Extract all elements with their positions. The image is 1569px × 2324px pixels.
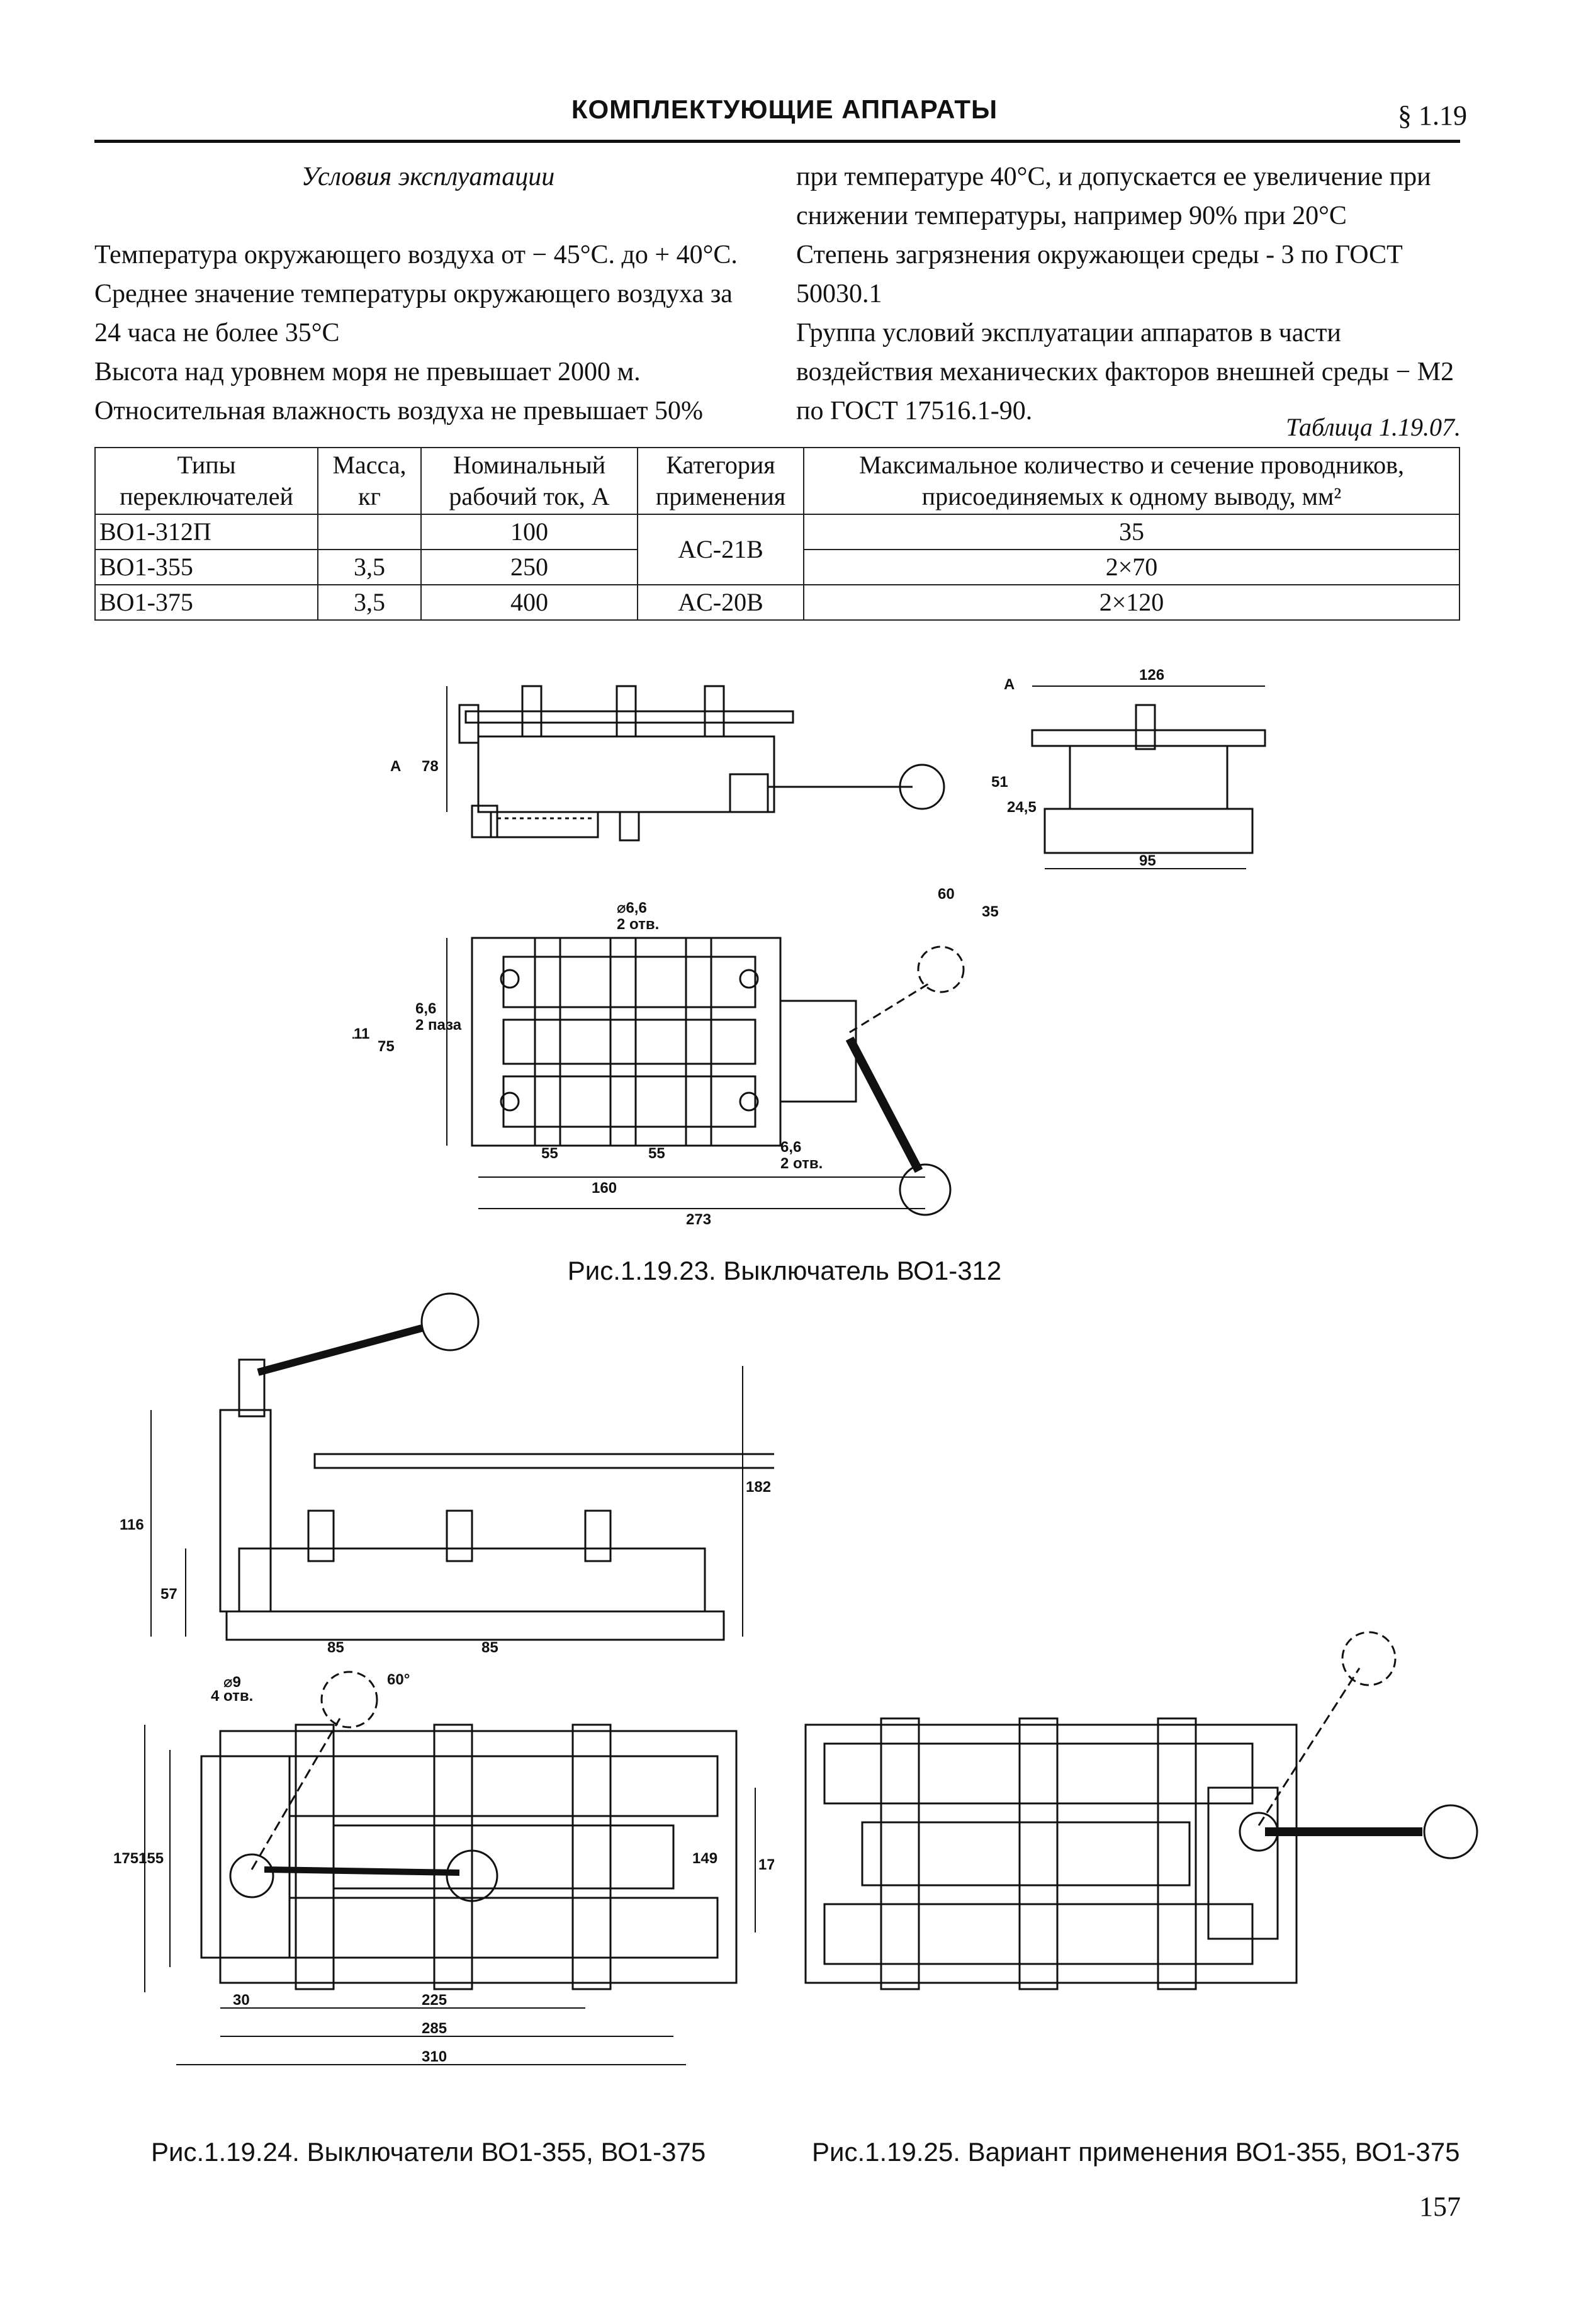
figure-1-19-23: A 78 51 24,5 A 126 95 60 35 ⌀6,6 xyxy=(352,667,1266,1228)
dim-label: 225 xyxy=(422,1992,447,2009)
dim-label: 30 xyxy=(233,1992,250,2009)
view-a: A xyxy=(1004,676,1266,869)
figure-1-19-25 xyxy=(804,1631,1478,1990)
table-row: ВО1-355 3,5 250 2×70 xyxy=(94,549,1460,585)
dim-label: 95 xyxy=(1139,852,1156,869)
side-view xyxy=(446,685,945,842)
mass-cell: 3,5 xyxy=(317,584,422,621)
dim-label: ⌀6,6 xyxy=(617,900,647,917)
dim-label: 60° xyxy=(387,1671,410,1688)
header-cell: Номинальный рабочий ток, А xyxy=(420,447,638,515)
dim-label: 57 xyxy=(160,1586,177,1603)
current-cell: 400 xyxy=(420,584,638,621)
dim-label: 179 xyxy=(758,1856,774,1873)
header-cell: Типы переключателей xyxy=(94,447,318,515)
mass-cell xyxy=(317,514,422,550)
dim-label: 78 xyxy=(422,758,439,775)
plan-view xyxy=(446,937,965,1216)
table-header-row: Типы переключателей Масса, кг Номинальны… xyxy=(94,447,1460,515)
dim-label: 175 xyxy=(113,1850,138,1867)
right-column: при температуре 40°C, и допускается ее у… xyxy=(796,157,1460,431)
running-header-title: КОМПЛЕКТУЮЩИЕ АППАРАТЫ xyxy=(571,94,998,124)
header-rule xyxy=(94,140,1460,143)
view-a-label: A xyxy=(390,758,401,775)
header-cell: Категория применения xyxy=(637,447,804,515)
dim-label: 2 паза xyxy=(415,1017,462,1034)
side-view xyxy=(150,1292,774,1641)
header-cell: Максимальное количество и сечение провод… xyxy=(803,447,1460,515)
figure-1-19-25-caption: Рис.1.19.25. Вариант применения ВО1-355,… xyxy=(812,2137,1460,2167)
right-line: Степень загрязнения окружающеи среды - 3… xyxy=(796,240,1403,308)
cross-section-cell: 2×120 xyxy=(803,584,1460,621)
dim-label: 35 xyxy=(982,903,999,920)
dim-label: 6,6 xyxy=(415,1000,436,1017)
view-a-label: A xyxy=(1004,676,1015,693)
figure-1-19-24: 116 57 182 85 85 ⌀9 4 отв. 60° 175 155 1… xyxy=(113,1292,774,2065)
dim-label: 310 xyxy=(422,2048,447,2065)
dim-label: 160 xyxy=(592,1180,617,1197)
dim-label: 285 xyxy=(422,2020,447,2037)
category-cell: AC-21B xyxy=(637,514,804,585)
specs-table: Типы переключателей Масса, кг Номинальны… xyxy=(94,447,1460,621)
type-cell: ВО1-312П xyxy=(94,514,318,550)
left-column: Условия эксплуатации Температура окружаю… xyxy=(94,157,762,431)
left-line: Температура окружающего воздуха от − 45°… xyxy=(94,240,738,269)
left-line: Среднее значение температуры окружающего… xyxy=(94,279,733,347)
dim-label: 75 xyxy=(378,1038,395,1055)
plan-view xyxy=(144,1671,756,2065)
right-line: при температуре 40°C, и допускается ее у… xyxy=(796,162,1431,230)
dim-label: 55 xyxy=(541,1145,558,1162)
dim-label: 155 xyxy=(138,1850,164,1867)
dim-label: 24,5 xyxy=(1007,799,1037,816)
category-cell: AC-20B xyxy=(637,584,804,621)
dim-label: 51 xyxy=(991,774,1008,791)
table-caption: Таблица 1.19.07. xyxy=(1286,413,1461,441)
dim-label: 6,6 xyxy=(780,1139,801,1156)
dim-label: 182 xyxy=(746,1479,771,1496)
dim-label: 273 xyxy=(686,1211,711,1228)
conditions-heading: Условия эксплуатации xyxy=(301,162,555,191)
left-line: Относительная влажность воздуха не превы… xyxy=(94,397,704,426)
dim-label: 4 отв. xyxy=(211,1688,253,1705)
right-line: Группа условий эксплуатации аппаратов в … xyxy=(796,319,1454,426)
dim-label: 85 xyxy=(481,1639,498,1656)
dim-label: 60 xyxy=(938,886,955,903)
table-row: ВО1-375 3,5 400 AC-20B 2×120 xyxy=(94,584,1460,621)
cross-section-cell: 35 xyxy=(803,514,1460,550)
dim-label: ⌀9 xyxy=(223,1674,241,1691)
dim-label: 111 xyxy=(352,1025,369,1042)
header-cell: Масса, кг xyxy=(317,447,422,515)
figure-1-19-23-caption: Рис.1.19.23. Выключатель ВО1-312 xyxy=(567,1256,1002,1285)
page-number: 157 xyxy=(1419,2191,1461,2222)
mass-cell: 3,5 xyxy=(317,549,422,585)
type-cell: ВО1-355 xyxy=(94,549,318,585)
dim-label: 55 xyxy=(648,1145,665,1162)
dim-label: 85 xyxy=(327,1639,344,1656)
cross-section-cell: 2×70 xyxy=(803,549,1460,585)
current-cell: 250 xyxy=(420,549,638,585)
current-cell: 100 xyxy=(420,514,638,550)
dim-label: 2 отв. xyxy=(780,1155,823,1172)
dim-label: 126 xyxy=(1139,667,1164,684)
dim-label: 116 xyxy=(120,1516,144,1533)
left-line: Высота над уровнем моря не превышает 200… xyxy=(94,358,641,386)
section-number: § 1.19 xyxy=(1398,100,1467,131)
type-cell: ВО1-375 xyxy=(94,584,318,621)
dim-label: 2 отв. xyxy=(617,916,659,933)
figure-1-19-24-caption: Рис.1.19.24. Выключатели ВО1-355, ВО1-37… xyxy=(151,2137,706,2167)
dim-label: 149 xyxy=(692,1850,717,1867)
table-row: ВО1-312П 100 AC-21B 35 xyxy=(94,514,1460,585)
